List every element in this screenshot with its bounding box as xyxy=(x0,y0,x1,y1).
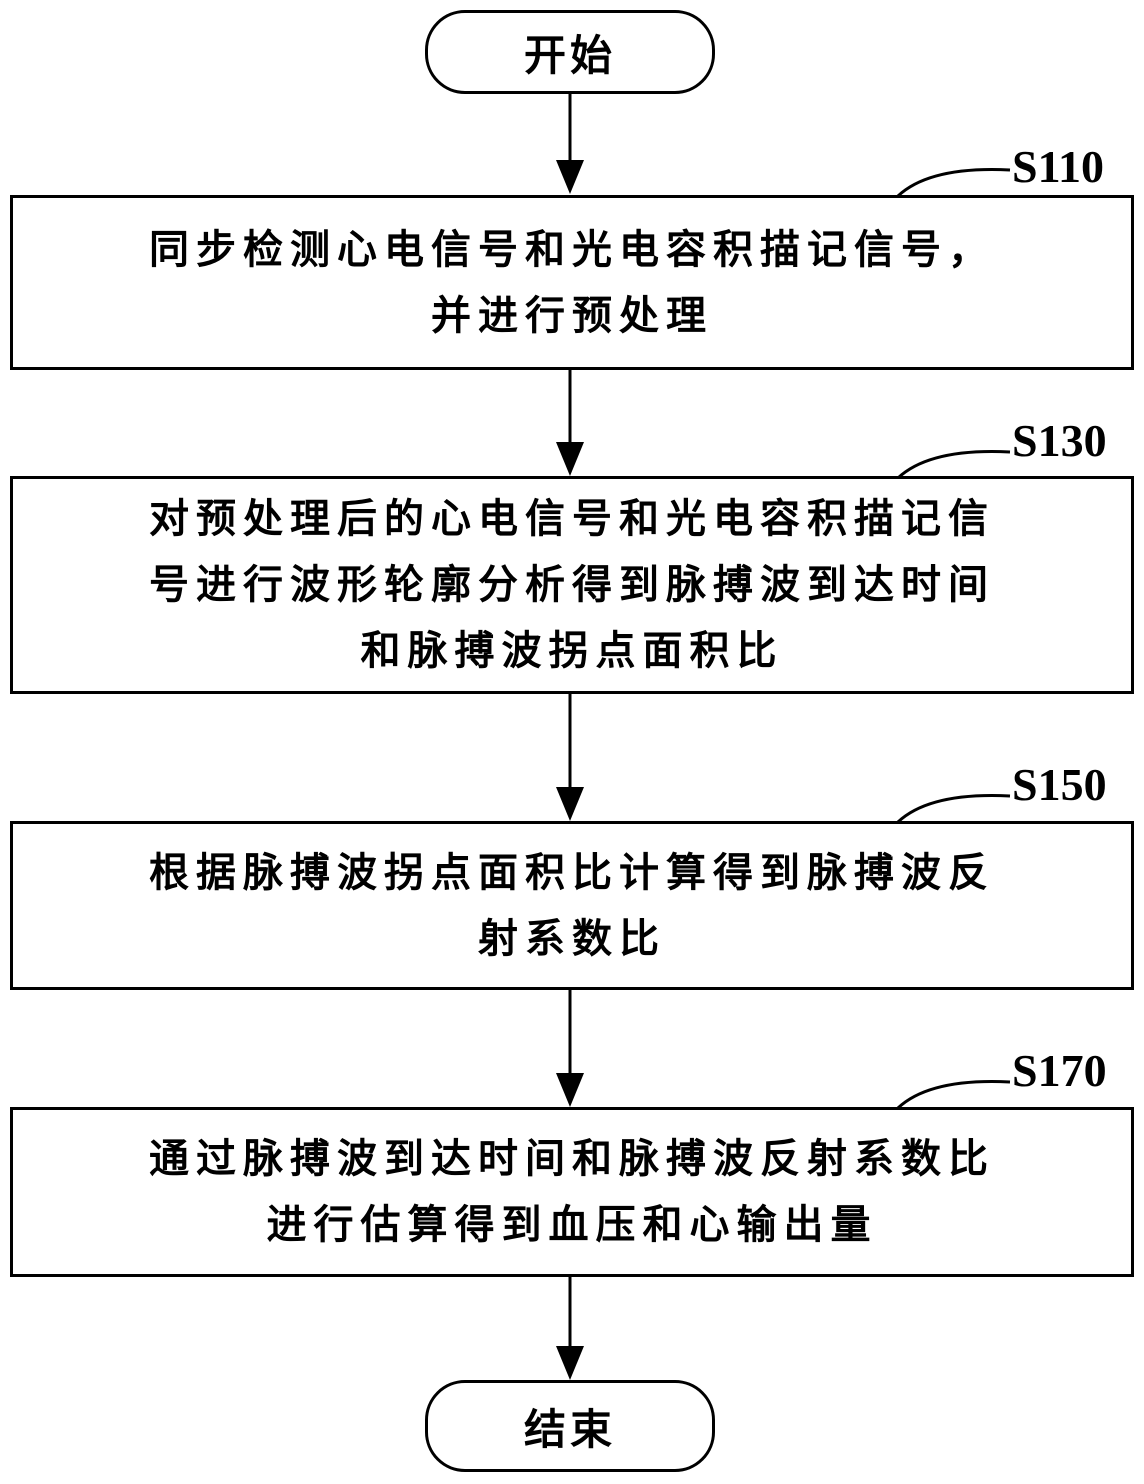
step-s170-line-1: 通过脉搏波到达时间和脉搏波反射系数比 xyxy=(149,1135,995,1182)
leader-s170 xyxy=(896,1080,1011,1110)
step-id-s150: S150 xyxy=(1012,759,1107,810)
step-s110-line-1: 同步检测心电信号和光电容积描记信号， xyxy=(149,225,995,273)
leader-s110 xyxy=(896,168,1011,198)
step-id-s110: S110 xyxy=(1012,141,1105,192)
arrowhead-s170 xyxy=(556,1073,584,1107)
step-id-s130: S130 xyxy=(1012,415,1107,466)
step-box-s150: 根据脉搏波拐点面积比计算得到脉搏波反 射系数比 xyxy=(10,821,1134,990)
arrowhead-s150 xyxy=(556,787,584,821)
leader-s150 xyxy=(896,794,1011,824)
step-s130-line-3: 和脉搏波拐点面积比 xyxy=(360,627,784,674)
arrowhead-end xyxy=(556,1346,584,1380)
step-s170-line-2: 进行估算得到血压和心输出量 xyxy=(266,1201,878,1248)
step-box-s110: 同步检测心电信号和光电容积描记信号， 并进行预处理 xyxy=(10,195,1134,370)
step-box-s130: 对预处理后的心电信号和光电容积描记信 号进行波形轮廓分析得到脉搏波到达时间 和脉… xyxy=(10,476,1134,694)
end-terminal: 结束 xyxy=(425,1380,715,1472)
step-s130-line-1: 对预处理后的心电信号和光电容积描记信 xyxy=(149,495,995,542)
step-box-s170: 通过脉搏波到达时间和脉搏波反射系数比 进行估算得到血压和心输出量 xyxy=(10,1107,1134,1277)
end-label: 结束 xyxy=(523,1404,616,1454)
arrowhead-s130 xyxy=(556,442,584,476)
leader-s130 xyxy=(896,450,1011,480)
step-id-s170: S170 xyxy=(1012,1045,1107,1096)
step-s110-line-2: 并进行预处理 xyxy=(431,291,713,339)
start-label: 开始 xyxy=(523,30,616,80)
step-s150-line-1: 根据脉搏波拐点面积比计算得到脉搏波反 xyxy=(149,848,995,896)
step-s130-line-2: 号进行波形轮廓分析得到脉搏波到达时间 xyxy=(149,561,995,608)
step-s150-line-2: 射系数比 xyxy=(478,914,666,962)
start-terminal: 开始 xyxy=(425,10,715,94)
arrowhead-s110 xyxy=(556,160,584,194)
